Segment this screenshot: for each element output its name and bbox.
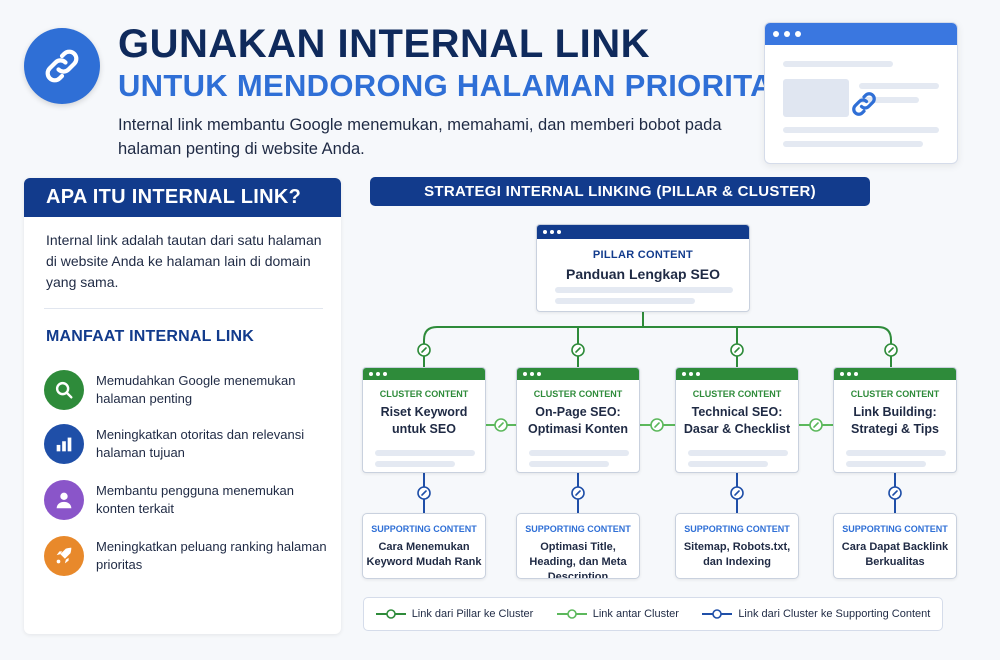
benefit-item: Membantu pengguna menemukan konten terka… [44,480,334,520]
definition-heading: APA ITU INTERNAL LINK? [24,178,341,217]
green-link-line-icon [375,609,406,619]
supporting-title: Sitemap, Robots.txt, dan Indexing [683,541,791,568]
blue-link-line-icon [702,609,733,619]
cluster-title: Technical SEO: Dasar & Checklist [683,405,791,436]
cluster-label: CLUSTER CONTENT [379,389,469,399]
cluster-label: CLUSTER CONTENT [850,389,940,399]
definition-text: Internal link adalah tautan dari satu ha… [46,232,322,290]
legend-item: Link dari Cluster ke Supporting Content [702,608,930,620]
supporting-title: Cara Menemukan Keyword Mudah Rank [366,541,482,568]
pillar-title: Panduan Lengkap SEO [565,266,721,282]
rocket-icon [44,536,84,576]
benefit-text: Meningkatkan otoritas dan relevansi hala… [96,427,305,460]
page-subtitle-heading: UNTUK MENDORONG HALAMAN PRIORITAS [118,68,794,103]
benefit-item: Meningkatkan peluang ranking halaman pri… [44,536,334,576]
benefits-title: MANFAAT INTERNAL LINK [46,328,255,345]
legend-label: Link dari Cluster ke Supporting Content [738,608,931,620]
browser-illustration [764,22,958,164]
legend-label: Link dari Pillar ke Cluster [411,608,534,620]
strategy-banner: STRATEGI INTERNAL LINKING (PILLAR & CLUS… [370,177,870,206]
legend-label: Link antar Cluster [592,608,679,620]
cluster-card: CLUSTER CONTENT Technical SEO: Dasar & C… [675,367,799,473]
supporting-card: SUPPORTING CONTENT Cara Menemukan Keywor… [362,513,486,579]
supporting-card: SUPPORTING CONTENT Optimasi Title, Headi… [516,513,640,579]
pillar-label: PILLAR CONTENT [592,249,694,261]
supporting-label: SUPPORTING CONTENT [525,524,631,534]
supporting-card: SUPPORTING CONTENT Cara Dapat Backlink B… [833,513,957,579]
benefit-text: Memudahkan Google menemukan halaman pent… [96,373,296,406]
intro-text: Internal link membantu Google menemukan,… [118,116,722,158]
definition-panel: APA ITU INTERNAL LINK? Internal link ada… [24,178,341,634]
legend-item: Link antar Cluster [556,608,679,620]
cluster-title: Riset Keyword untuk SEO [380,405,468,436]
cluster-label: CLUSTER CONTENT [692,389,782,399]
legend-item: Link dari Pillar ke Cluster [375,608,534,620]
benefit-text: Meningkatkan peluang ranking halaman pri… [96,539,327,572]
pillar-card: PILLAR CONTENT Panduan Lengkap SEO [536,224,750,312]
supporting-label: SUPPORTING CONTENT [842,524,948,534]
supporting-card: SUPPORTING CONTENT Sitemap, Robots.txt, … [675,513,799,579]
benefit-item: Memudahkan Google menemukan halaman pent… [44,370,334,410]
supporting-label: SUPPORTING CONTENT [371,524,477,534]
chain-link-icon [24,28,100,104]
benefit-item: Meningkatkan otoritas dan relevansi hala… [44,424,334,464]
search-icon [44,370,84,410]
cluster-label: CLUSTER CONTENT [533,389,623,399]
supporting-title: Optimasi Title, Heading, dan Meta Descri… [529,541,627,579]
cluster-title: On-Page SEO: Optimasi Konten [527,405,628,436]
light-green-link-line-icon [556,609,587,619]
cluster-card: CLUSTER CONTENT On-Page SEO: Optimasi Ko… [516,367,640,473]
cluster-card: CLUSTER CONTENT Riset Keyword untuk SEO [362,367,486,473]
cluster-card: CLUSTER CONTENT Link Building: Strategi … [833,367,957,473]
benefit-text: Membantu pengguna menemukan konten terka… [96,483,295,516]
page-title: GUNAKAN INTERNAL LINK [118,22,650,66]
supporting-label: SUPPORTING CONTENT [684,524,790,534]
cluster-title: Link Building: Strategi & Tips [851,405,939,436]
bar-chart-icon [44,424,84,464]
link-icon [849,89,879,124]
legend: Link dari Pillar ke Cluster Link antar C… [363,597,943,631]
user-icon [44,480,84,520]
divider [44,308,323,309]
supporting-title: Cara Dapat Backlink Berkualitas [841,541,949,568]
